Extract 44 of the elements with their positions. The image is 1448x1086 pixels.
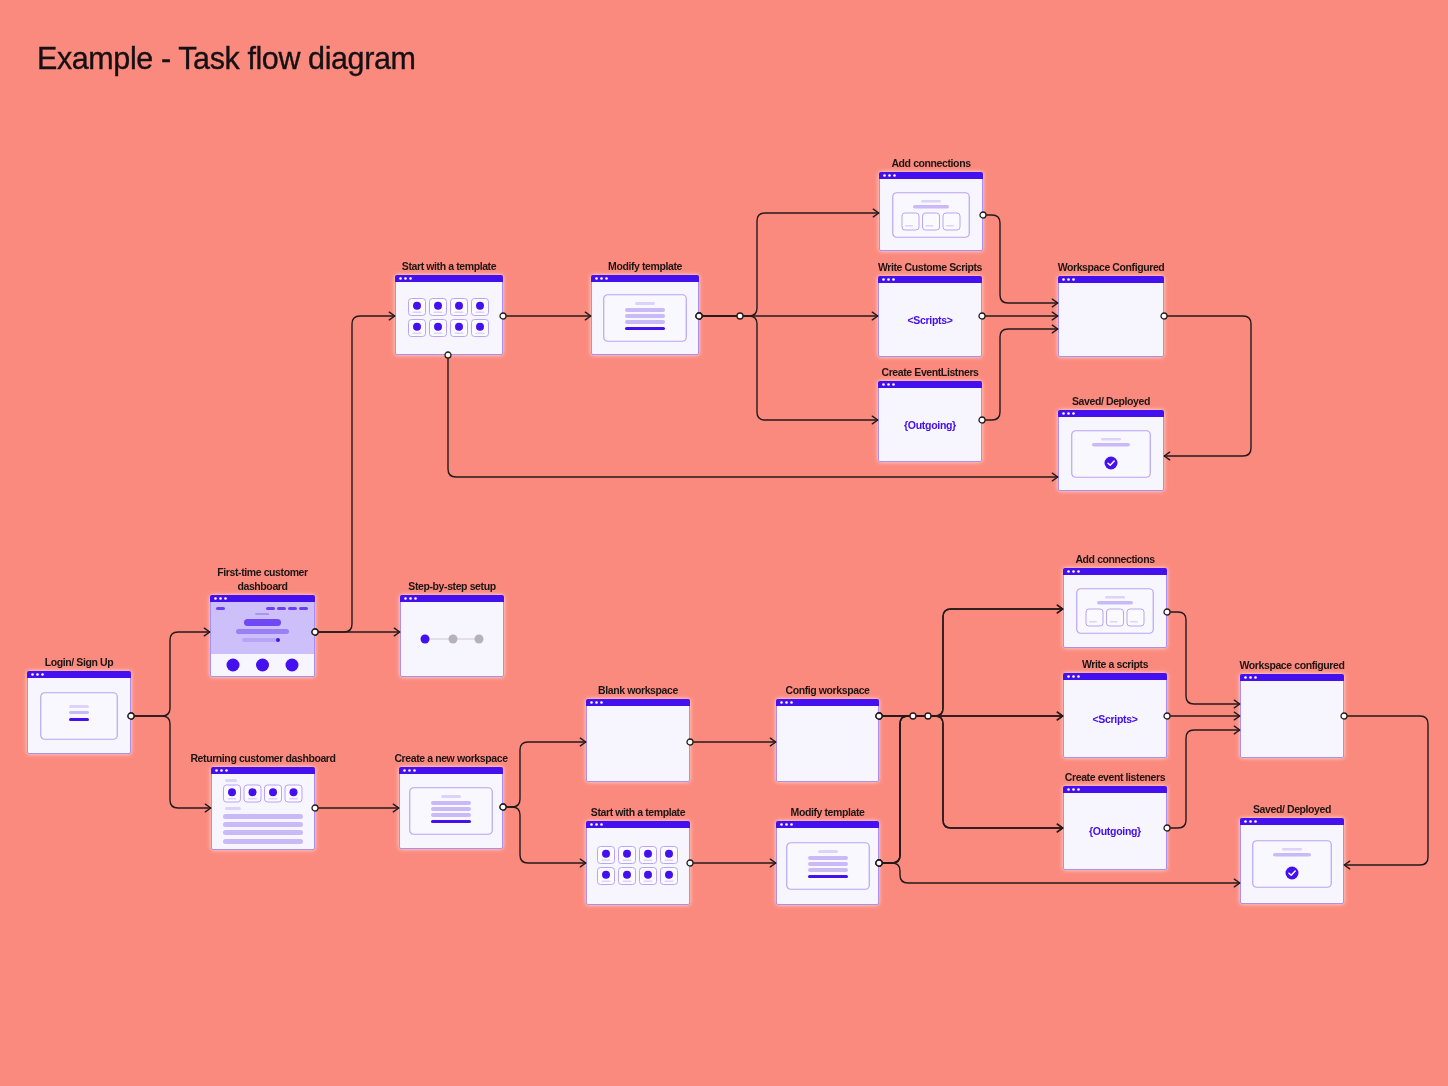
step-title: Start with a template [401, 259, 497, 273]
step-title: Saved/ Deployed [1253, 802, 1331, 816]
step-title: Returning customer dashboard [190, 751, 336, 765]
connector-arrow [1340, 712, 1429, 870]
connector-arrow [127, 712, 212, 813]
step-title: Create event listeners [1064, 770, 1166, 784]
step-title: Workspace Configured [1057, 260, 1165, 274]
step-title: Add connections [1075, 552, 1155, 566]
code-text: <Scripts> [1092, 712, 1138, 725]
step-title: Add connections [891, 156, 971, 170]
step-title: Write Custome Scripts [878, 260, 982, 274]
connector-arrow [686, 858, 777, 868]
step-title: Step-by-step setup [408, 579, 496, 593]
step-title: Create a new workspace [394, 751, 508, 765]
connector-arrow [695, 312, 879, 425]
step-title: Start with a template [590, 805, 686, 819]
connector-arrow [1160, 312, 1252, 461]
diagram-title: Example - Task flow diagram [37, 40, 416, 76]
step-title: Modify template [790, 805, 865, 819]
step-title: Login/ Sign Up [44, 655, 114, 669]
connector-arrow [311, 803, 400, 813]
code-text: <Scripts> [907, 313, 953, 326]
connector-arrow [978, 311, 1059, 321]
connector-arrow [875, 859, 1241, 888]
connector-arrow [686, 737, 777, 747]
step-title: Blank workspace [598, 683, 678, 697]
connector-arrow [1163, 725, 1241, 832]
connector-arrow [1163, 608, 1241, 709]
step-title: First-time customer dashboard [216, 565, 309, 593]
code-text: {Outgoing} [1089, 825, 1141, 837]
connector-arrow [1163, 711, 1241, 721]
code-text: {Outgoing} [904, 418, 956, 431]
step-title: Modify template [608, 259, 682, 273]
step-title: Config workspace [785, 683, 870, 697]
step-title: Create EventListners [881, 365, 979, 379]
connector-arrow [311, 627, 401, 637]
step-title: Workspace configured [1239, 658, 1345, 672]
connector-arrow [499, 311, 592, 321]
connector-arrow [979, 211, 1059, 308]
connector-arrow [499, 803, 587, 868]
step-title: Saved/ Deployed [1072, 394, 1150, 408]
connector-arrow [444, 351, 1059, 482]
step-title: Write a scripts [1081, 657, 1149, 671]
connector-arrow [978, 324, 1059, 424]
